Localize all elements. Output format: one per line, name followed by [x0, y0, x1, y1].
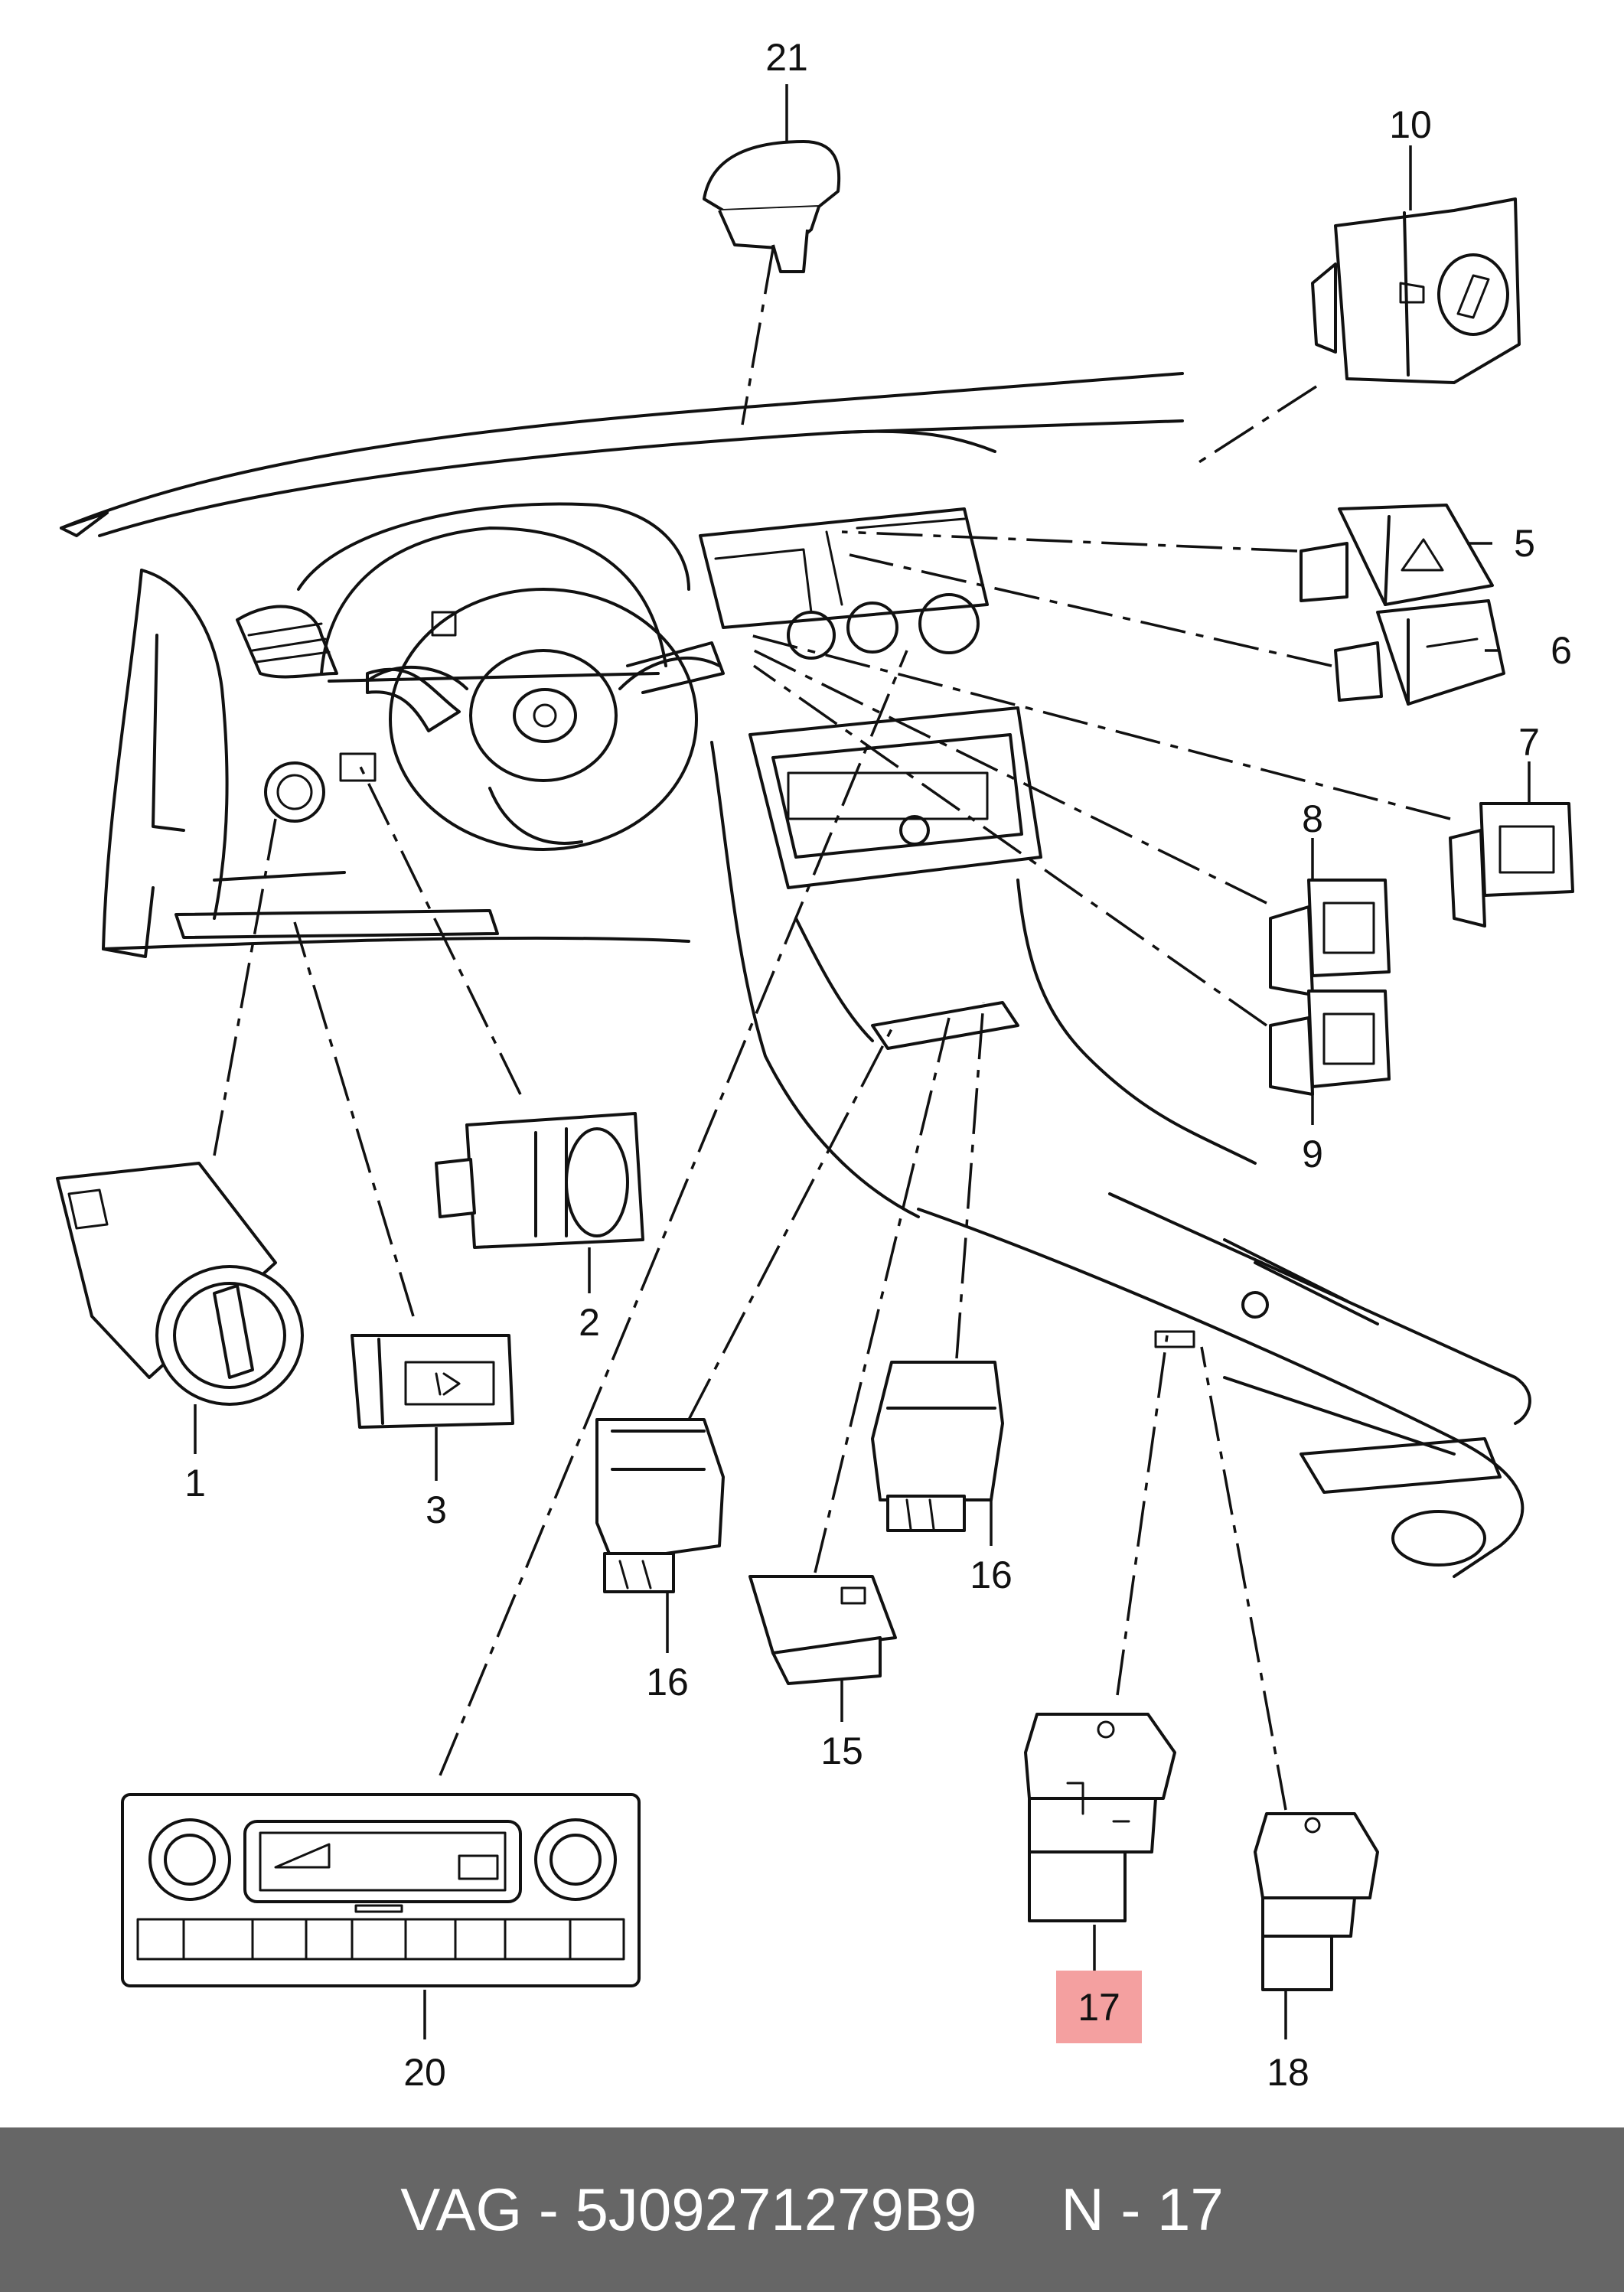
callout-10: 10 — [1389, 103, 1432, 146]
callout-2: 2 — [579, 1301, 600, 1344]
parts-diagram: 21 10 5 6 7 8 9 2 1 3 16 16 15 17 18 20 — [56, 36, 1574, 2094]
part-10-switch — [1311, 197, 1521, 384]
part-number: VAG - 5J09271279B9 — [400, 2176, 977, 2243]
part-15-switch — [748, 1575, 897, 1685]
part-2-dimmer-switch — [435, 1112, 644, 1249]
callout-21: 21 — [765, 36, 808, 79]
callout-3: 3 — [426, 1488, 447, 1531]
callout-5: 5 — [1514, 522, 1535, 565]
part-6-switch — [1334, 599, 1505, 706]
part-7-switch — [1449, 802, 1574, 928]
part-8-switch — [1269, 879, 1391, 996]
callout-9: 9 — [1302, 1133, 1323, 1175]
callout-1: 1 — [184, 1462, 206, 1505]
callout-17: 17 — [1078, 1986, 1120, 2029]
callout-17-highlight — [1056, 1971, 1142, 2043]
callout-6: 6 — [1551, 629, 1572, 672]
callout-16-left: 16 — [646, 1661, 689, 1704]
part-1-light-switch — [56, 1162, 304, 1406]
part-17-switch — [1024, 1713, 1176, 1922]
callouts: 21 10 5 6 7 8 9 2 1 3 16 16 15 17 18 20 — [184, 36, 1572, 2094]
callout-7: 7 — [1518, 721, 1540, 764]
part-9-switch — [1269, 990, 1391, 1096]
dashboard-illustration — [60, 372, 1531, 1578]
part-21-sensor — [703, 140, 841, 273]
part-3-fog-light-switch — [351, 1334, 514, 1429]
part-16-relay-a — [595, 1418, 725, 1593]
callout-16-right: 16 — [970, 1554, 1013, 1596]
part-20-climate-control-panel — [121, 1793, 641, 1987]
part-16-relay-b — [871, 1361, 1004, 1532]
callout-15: 15 — [820, 1730, 863, 1772]
page-reference: N - 17 — [1061, 2176, 1224, 2243]
part-number-footer: VAG - 5J09271279B9 N - 17 — [0, 2127, 1624, 2292]
callout-20: 20 — [403, 2051, 446, 2094]
leader-lines — [194, 84, 1531, 2039]
callout-8: 8 — [1302, 797, 1323, 840]
callout-18: 18 — [1267, 2051, 1309, 2094]
part-18-switch — [1254, 1812, 1379, 1991]
part-5-hazard-switch — [1300, 504, 1494, 606]
